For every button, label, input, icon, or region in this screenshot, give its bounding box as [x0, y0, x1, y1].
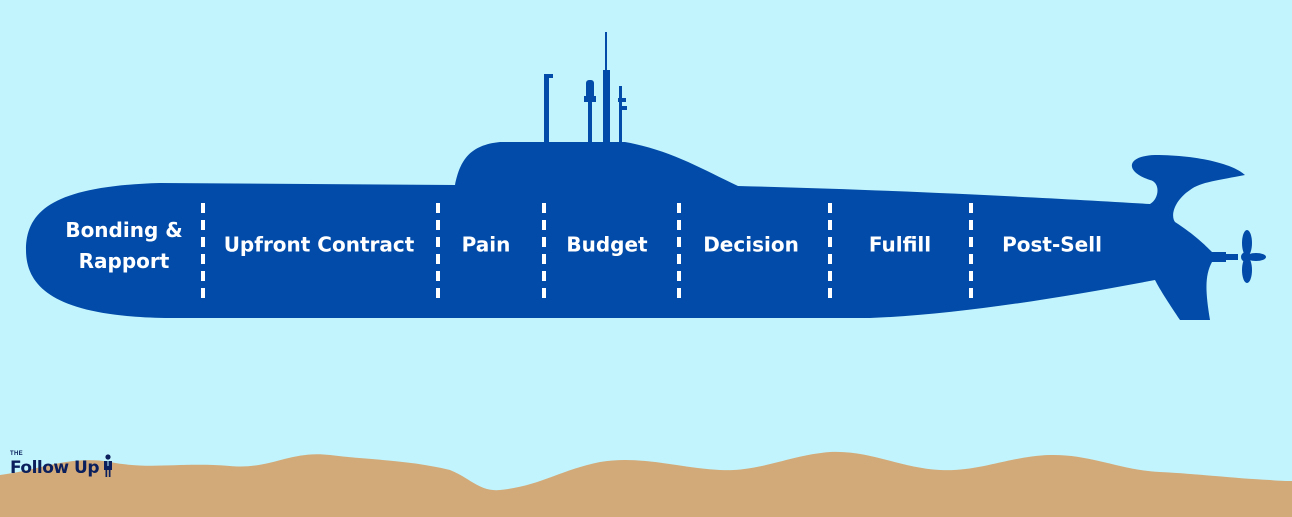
stage-fulfill: Fulfill: [868, 232, 932, 257]
logo-the-follow-up: THE Follow Up: [10, 451, 114, 478]
person-icon: [104, 454, 113, 477]
sea-floor-sand: [0, 451, 1292, 517]
stage-label-line2: Rapport: [78, 249, 170, 273]
submarine-masts: [544, 32, 627, 148]
logo-top-text: THE: [10, 451, 23, 457]
stage-budget: Budget: [566, 232, 648, 257]
propeller: [1224, 230, 1266, 283]
stage-bonding-rapport: Bonding & Rapport: [65, 215, 182, 277]
stage-decision: Decision: [703, 232, 799, 257]
stage-pain: Pain: [461, 232, 511, 257]
stage-label-line1: Bonding &: [65, 218, 183, 242]
stage-post-sell: Post-Sell: [1002, 232, 1102, 257]
logo-name: Follow Up: [10, 458, 100, 478]
stage-upfront-contract: Upfront Contract: [223, 232, 415, 257]
submarine-hull: [26, 142, 1245, 320]
